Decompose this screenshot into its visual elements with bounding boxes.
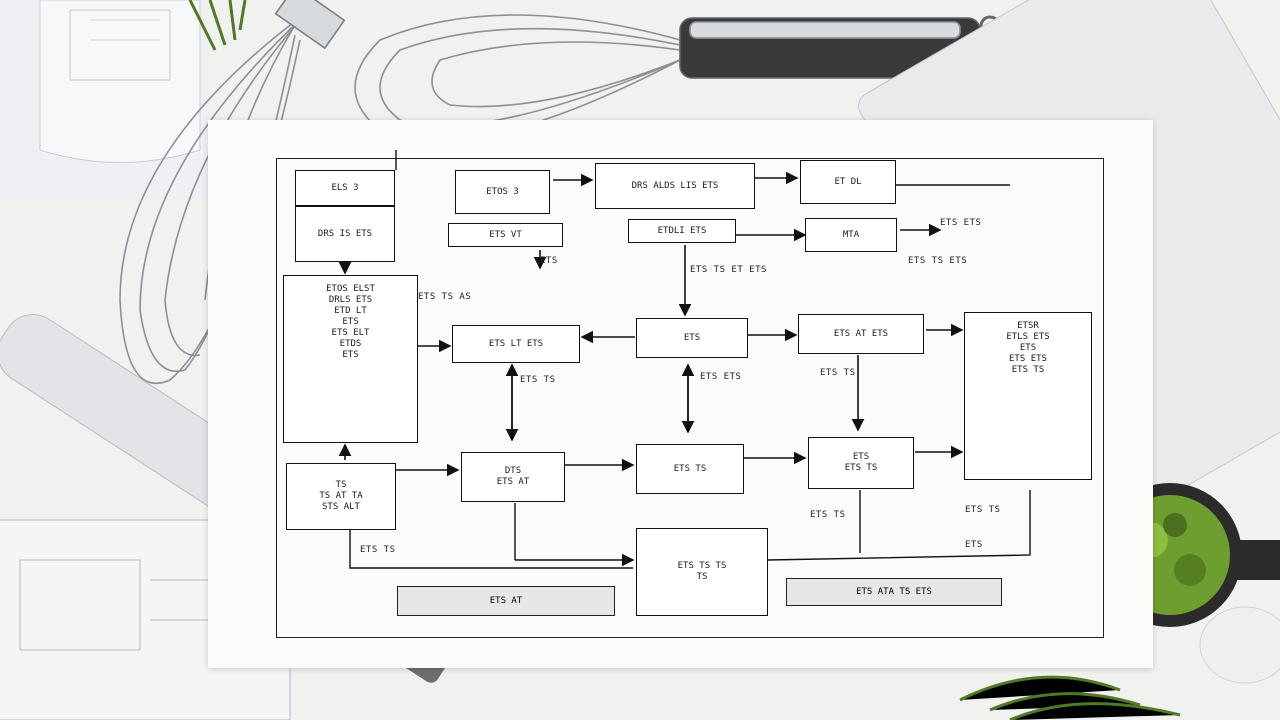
diagram-box: DRS ALDS LIS ETS [595, 163, 755, 209]
diagram-box: ETS LT ETS [452, 325, 580, 363]
diagram-box: ETS [636, 318, 748, 358]
diagram-note: ETS ETS [940, 218, 982, 228]
diagram-note: ETS [965, 540, 983, 550]
diagram-box: TS TS AT TA STS ALT [286, 463, 396, 530]
diagram-box: ETS VT [448, 223, 563, 247]
diagram-box: ETOS 3 [455, 170, 550, 214]
diagram-note: ETS TS [360, 545, 396, 555]
diagram-note: ETS TS AS [418, 292, 472, 302]
diagram-box: ET DL [800, 160, 896, 204]
diagram-box: ETS TS TS TS [636, 528, 768, 616]
herbs-bottom [959, 675, 1181, 720]
diagram-note: ETS TS [965, 505, 1001, 515]
diagram-frame [276, 158, 1104, 638]
diagram-box: MTA [805, 218, 897, 252]
diagram-note: ETS TS [520, 375, 556, 385]
diagram-footer-bar: ETS AT [397, 586, 615, 616]
diagram-box: ETS ETS TS [808, 437, 914, 489]
diagram-box: ETOS ELST DRLS ETS ETD LT ETS ETS ELT ET… [283, 275, 418, 443]
diagram-note: ETS [540, 256, 558, 266]
diagram-box: ELS 3 [295, 170, 395, 206]
diagram-box: DRS IS ETS [295, 206, 395, 262]
mouse [1199, 606, 1280, 684]
diagram-note: ETS TS ETS [908, 256, 968, 266]
diagram-box: ETS AT ETS [798, 314, 924, 354]
diagram-note: ETS ETS [700, 372, 742, 382]
herb-sprig-top [188, 0, 247, 51]
diagram-note: ETS TS ET ETS [690, 265, 767, 275]
diagram-box: ETDLI ETS [628, 219, 736, 243]
diagram-note: ETS TS [820, 368, 856, 378]
diagram-note: ETS TS [810, 510, 846, 520]
rolled-blueprints-top-left [0, 0, 210, 200]
diagram-box: DTS ETS AT [461, 452, 565, 502]
diagram-box: ETS TS [636, 444, 744, 494]
diagram-footer-bar: ETS ATA TS ETS [786, 578, 1002, 606]
diagram-box: ETSR ETLS ETS ETS ETS ETS ETS TS [964, 312, 1092, 480]
